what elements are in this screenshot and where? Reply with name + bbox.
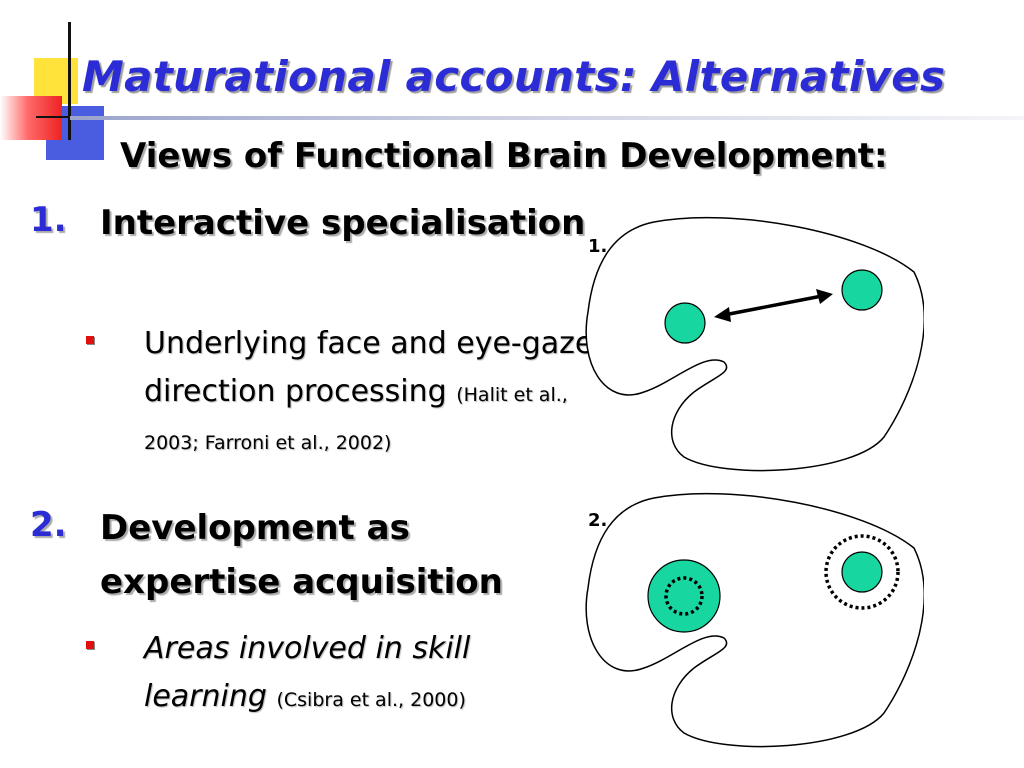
brain-region-dotted-inner bbox=[664, 576, 704, 616]
brain-outline bbox=[585, 216, 924, 472]
citation-1: (Halit et al., 2003; Farroni et al., 200… bbox=[144, 384, 568, 454]
brain-region-right bbox=[841, 269, 883, 311]
sub-bullet-main-2: Areas involved in skill learning bbox=[144, 631, 471, 714]
slide-subtitle: Views of Functional Brain Development: bbox=[120, 136, 888, 176]
sub-bullet-text-1: Underlying face and eye-gaze direction p… bbox=[144, 320, 594, 464]
brain-region-small bbox=[841, 551, 883, 593]
connection-arrow-line bbox=[723, 294, 823, 317]
brain-region-left bbox=[664, 302, 706, 344]
brain-region-large bbox=[647, 559, 721, 633]
diagram-label-2: 2. bbox=[588, 510, 608, 531]
brain-region-dotted-outer bbox=[824, 534, 900, 610]
list-heading-1: Interactive specialisation bbox=[100, 203, 586, 243]
bullet-square-icon bbox=[86, 336, 94, 344]
slide-title: Maturational accounts: Alternatives bbox=[82, 52, 946, 101]
list-number-2: 2. bbox=[30, 505, 67, 545]
decor-vertical-line bbox=[68, 22, 71, 140]
sub-bullet-main-1: Underlying face and eye-gaze direction p… bbox=[144, 326, 594, 409]
arrowhead-right-icon bbox=[816, 289, 833, 304]
brain-outline bbox=[585, 492, 924, 748]
list-number-1: 1. bbox=[30, 200, 67, 240]
arrowhead-left-icon bbox=[714, 307, 731, 322]
list-heading-2: Development as expertise acquisition bbox=[100, 508, 503, 602]
sub-bullet-text-2: Areas involved in skill learning (Csibra… bbox=[144, 625, 594, 721]
title-underline bbox=[70, 116, 1024, 120]
bullet-square-icon bbox=[86, 641, 94, 649]
diagram-label-1: 1. bbox=[588, 236, 608, 257]
brain-diagram-expertise bbox=[585, 492, 924, 748]
decor-red-bar bbox=[0, 96, 62, 140]
brain-diagram-interactive bbox=[585, 216, 924, 472]
citation-2: (Csibra et al., 2000) bbox=[276, 689, 466, 711]
